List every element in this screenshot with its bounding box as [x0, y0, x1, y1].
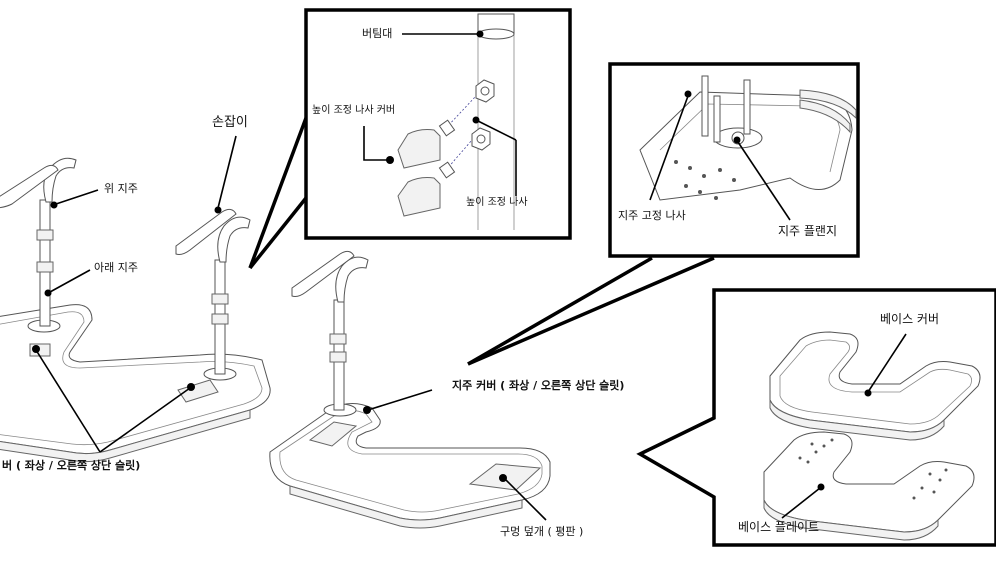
label-post-fixing-screw: 지주 고정 나사 [618, 209, 686, 222]
label-lower-post: 아래 지주 [94, 261, 138, 274]
label-height-screw: 높이 조정 나사 [466, 197, 528, 208]
label-base-cover: 베이스 커버 [880, 312, 940, 326]
callout-pointer-top [248, 117, 308, 270]
base-detail [763, 331, 981, 541]
leader-lines [32, 30, 907, 521]
left-assembly [0, 157, 271, 463]
label-support-bar: 버팀대 [362, 27, 393, 40]
label-post-cover: 지주 커버 ( 좌상 / 오른쪽 상단 슬릿) [452, 379, 625, 392]
label-upper-post: 위 지주 [104, 182, 138, 195]
label-hole-cover: 구멍 덮개 ( 평판 ) [500, 525, 584, 538]
label-post-cover-left: 버 ( 좌상 / 오른쪽 상단 슬릿) [2, 459, 141, 472]
flange-detail [639, 75, 857, 201]
height-adjust-detail [397, 13, 515, 230]
center-assembly [269, 250, 551, 529]
label-height-screw-cover: 높이 조정 나사 커버 [312, 105, 396, 116]
label-base-plate: 베이스 플레이트 [738, 520, 820, 534]
callout-pointer-flange [467, 256, 715, 366]
label-handle: 손잡이 [212, 115, 248, 130]
label-post-flange: 지주 플랜지 [778, 224, 838, 238]
